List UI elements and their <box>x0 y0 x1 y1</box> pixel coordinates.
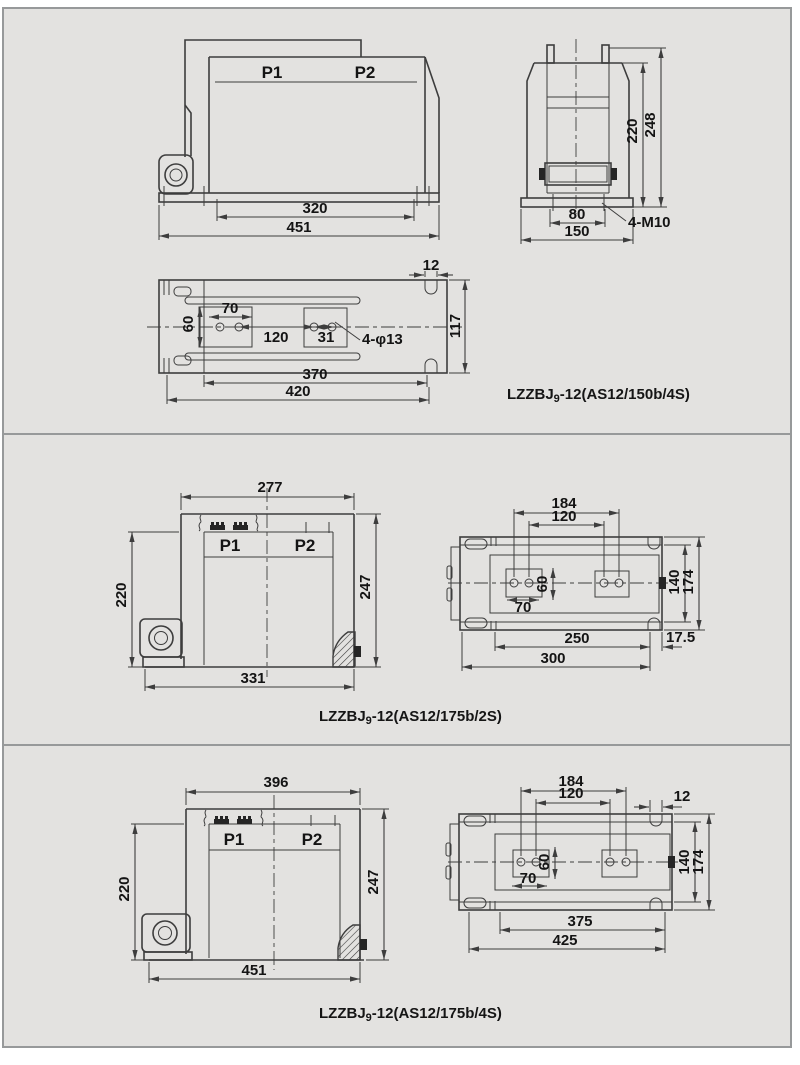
dim-120: 120 <box>263 329 288 346</box>
dim-12: 12 <box>674 788 691 805</box>
terminal-p2-label: P2 <box>302 830 323 849</box>
dim-451: 451 <box>286 219 311 236</box>
plan-view <box>147 279 462 374</box>
dim-375: 375 <box>567 913 592 930</box>
note-4-phi13: 4-φ13 <box>362 331 403 348</box>
note-4-m10: 4-M10 <box>628 214 671 231</box>
terminal-p1-label: P1 <box>220 536 241 555</box>
dim-220: 220 <box>113 582 130 607</box>
dim-120: 120 <box>551 508 576 525</box>
plan-view <box>445 813 678 911</box>
terminal-p2-label: P2 <box>295 536 316 555</box>
terminal-p1-label: P1 <box>262 63 283 82</box>
panel-150b-4s: P1 P2 320 451 <box>4 9 790 435</box>
model-suffix: -12(AS12/175b/2S) <box>371 708 502 725</box>
model-suffix: -12(AS12/175b/4S) <box>371 1005 502 1022</box>
dim-320: 320 <box>302 200 327 217</box>
dim-12: 12 <box>423 257 440 274</box>
terminal-block-icon <box>214 816 252 824</box>
panel-175b-4s: P1 P2 396 220 247 451 <box>4 746 790 1050</box>
dim-70: 70 <box>222 300 239 317</box>
dim-184: 184 <box>551 495 577 512</box>
dim-220: 220 <box>624 118 641 143</box>
dim-174: 174 <box>690 849 707 875</box>
terminal-p1-label: P1 <box>224 830 245 849</box>
model-subscript: 9 <box>365 715 372 727</box>
side-dimensions: 220 248 80 150 4-M10 <box>520 47 671 244</box>
drawing-sheet: P1 P2 320 451 <box>2 7 792 1048</box>
dim-120: 120 <box>558 785 583 802</box>
dim-174: 174 <box>680 569 697 595</box>
dim-451: 451 <box>241 962 266 979</box>
dim-80: 80 <box>569 206 586 223</box>
dim-140: 140 <box>676 849 693 874</box>
gasket-hatch <box>337 924 361 961</box>
dim-70: 70 <box>515 599 532 616</box>
front-view: P1 P2 <box>158 39 440 206</box>
dim-247: 247 <box>357 574 374 599</box>
dim-220: 220 <box>116 876 133 901</box>
panel-175b-2s: P1 P2 277 220 247 331 <box>4 435 790 746</box>
dim-140: 140 <box>666 569 683 594</box>
dim-420: 420 <box>285 383 310 400</box>
dim-150: 150 <box>564 223 589 240</box>
dim-117: 117 <box>447 314 464 338</box>
front-view: P1 P2 <box>139 488 361 677</box>
front-view: P1 P2 <box>141 795 367 970</box>
dim-277: 277 <box>257 479 282 496</box>
panel1-drawing: P1 P2 320 451 <box>147 39 671 404</box>
gasket-hatch <box>332 631 356 668</box>
plan-dimensions: 184 120 12 60 70 140 <box>468 773 715 953</box>
model-label: LZZBJ9-12(AS12/175b/4S) <box>319 1005 502 1024</box>
dim-331: 331 <box>240 670 265 687</box>
model-label: LZZBJ9-12(AS12/150b/4S) <box>507 386 690 405</box>
dim-184: 184 <box>558 773 584 790</box>
terminal-p2-label: P2 <box>355 63 376 82</box>
model-prefix: LZZBJ <box>507 386 554 403</box>
dim-250: 250 <box>564 630 589 647</box>
front-dimensions: 277 220 247 331 <box>113 479 381 691</box>
dim-247: 247 <box>365 869 382 894</box>
plan-dimensions: 60 70 120 31 4-φ13 12 117 <box>166 257 470 404</box>
plan-dimensions: 184 120 60 70 140 174 250 <box>461 495 705 671</box>
panel2-drawing: P1 P2 277 220 247 331 <box>113 479 705 691</box>
front-dimensions: 396 220 247 451 <box>116 774 389 983</box>
model-subscript: 9 <box>365 1012 372 1024</box>
plan-view <box>446 536 668 631</box>
dim-60: 60 <box>534 576 551 593</box>
panel3-drawing: P1 P2 396 220 247 451 <box>116 773 715 983</box>
front-dimensions: 320 451 <box>158 199 440 240</box>
dim-248: 248 <box>642 112 659 137</box>
terminal-block-icon <box>210 522 248 530</box>
model-suffix: -12(AS12/150b/4S) <box>559 386 690 403</box>
dim-70: 70 <box>520 870 537 887</box>
dim-425: 425 <box>552 932 577 949</box>
dim-60: 60 <box>536 854 553 871</box>
model-label: LZZBJ9-12(AS12/175b/2S) <box>319 708 502 727</box>
side-view <box>520 39 634 214</box>
model-subscript: 9 <box>553 393 560 405</box>
model-prefix: LZZBJ <box>319 1005 366 1022</box>
dim-396: 396 <box>263 774 288 791</box>
dim-17-5: 17.5 <box>666 629 695 646</box>
dim-60: 60 <box>180 316 197 333</box>
dim-300: 300 <box>540 650 565 667</box>
dim-31: 31 <box>318 329 335 346</box>
dim-370: 370 <box>302 366 327 383</box>
model-prefix: LZZBJ <box>319 708 366 725</box>
